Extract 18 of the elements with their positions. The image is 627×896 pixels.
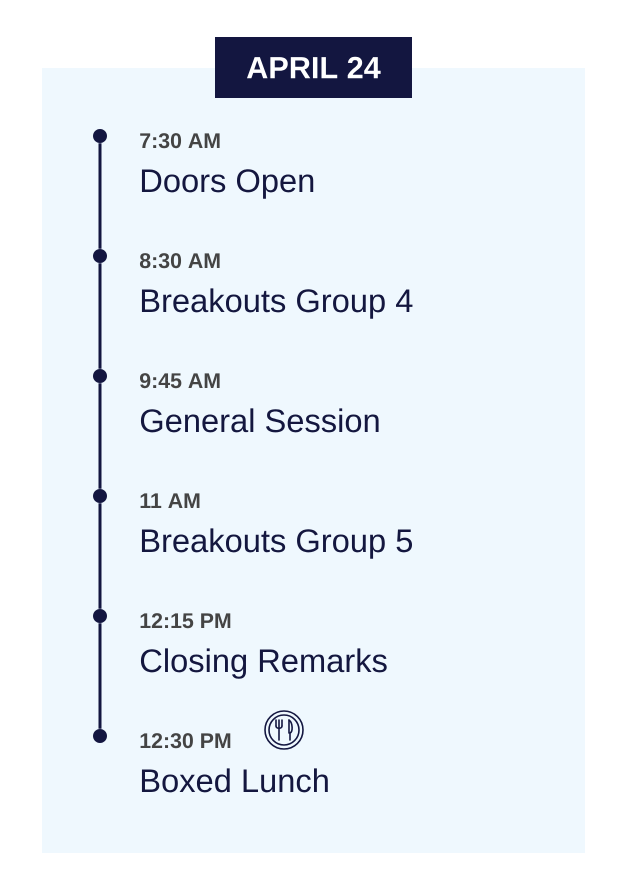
timeline-line bbox=[98, 503, 102, 609]
event-label: General Session bbox=[140, 408, 379, 432]
event-label: Doors Open bbox=[142, 169, 314, 199]
event-label: Breakouts Group 5 bbox=[142, 528, 412, 559]
timeline-line bbox=[98, 143, 102, 249]
time-label: 9:45 AM bbox=[140, 373, 220, 388]
event-label: Boxed Lunch bbox=[142, 768, 328, 792]
time-label: 7:30 AM bbox=[140, 133, 220, 148]
time-label: 11 AM bbox=[140, 493, 200, 508]
timeline-line bbox=[98, 623, 102, 729]
time-label: 12:15 PM bbox=[140, 613, 230, 628]
event-label: Breakouts Group 4 bbox=[142, 288, 412, 319]
timeline-line bbox=[98, 263, 102, 369]
time-label: 12:30 PM bbox=[140, 733, 230, 748]
title-box: APRIL 24 bbox=[215, 37, 412, 98]
timeline-line bbox=[98, 383, 102, 489]
event-label: Closing Remarks bbox=[140, 648, 387, 679]
time-label: 8:30 AM bbox=[140, 253, 220, 268]
